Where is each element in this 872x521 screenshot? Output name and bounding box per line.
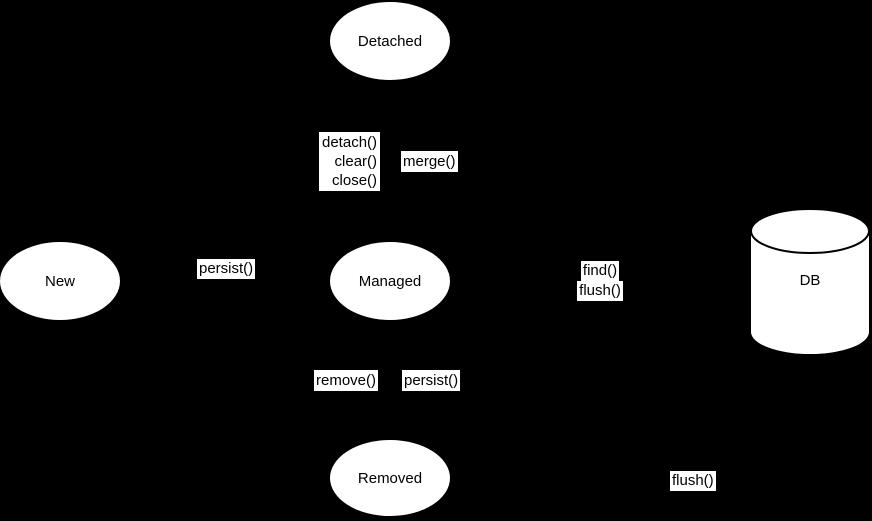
transition-label-flush: flush() (577, 281, 623, 301)
transition-label-detach-clear-close: detach() clear() close() (319, 132, 381, 191)
database-icon (750, 208, 870, 354)
transition-label-close: close() (332, 172, 378, 189)
transition-label-clear: clear() (334, 153, 378, 170)
state-label-new: New (44, 272, 75, 290)
transition-label-persist-left: persist() (197, 259, 256, 279)
transition-label-remove: remove() (314, 370, 379, 391)
transition-label-merge: merge() (401, 151, 458, 172)
transition-label-persist-bottom: persist() (402, 370, 461, 391)
transition-label-flush-bottom: flush() (670, 471, 716, 491)
state-node-managed: Managed (330, 242, 450, 320)
state-node-new: New (0, 242, 120, 320)
state-node-removed: Removed (330, 440, 450, 516)
state-label-managed: Managed (358, 272, 422, 290)
state-label-removed: Removed (357, 469, 423, 487)
db-label: DB (799, 272, 821, 289)
transition-label-find: find() (580, 261, 620, 281)
state-node-detached: Detached (330, 2, 450, 80)
transition-label-detach: detach() (322, 134, 378, 151)
database-cylinder: DB (750, 208, 870, 355)
transition-label-find-flush: find() flush() (540, 261, 660, 301)
state-label-detached: Detached (357, 32, 423, 50)
